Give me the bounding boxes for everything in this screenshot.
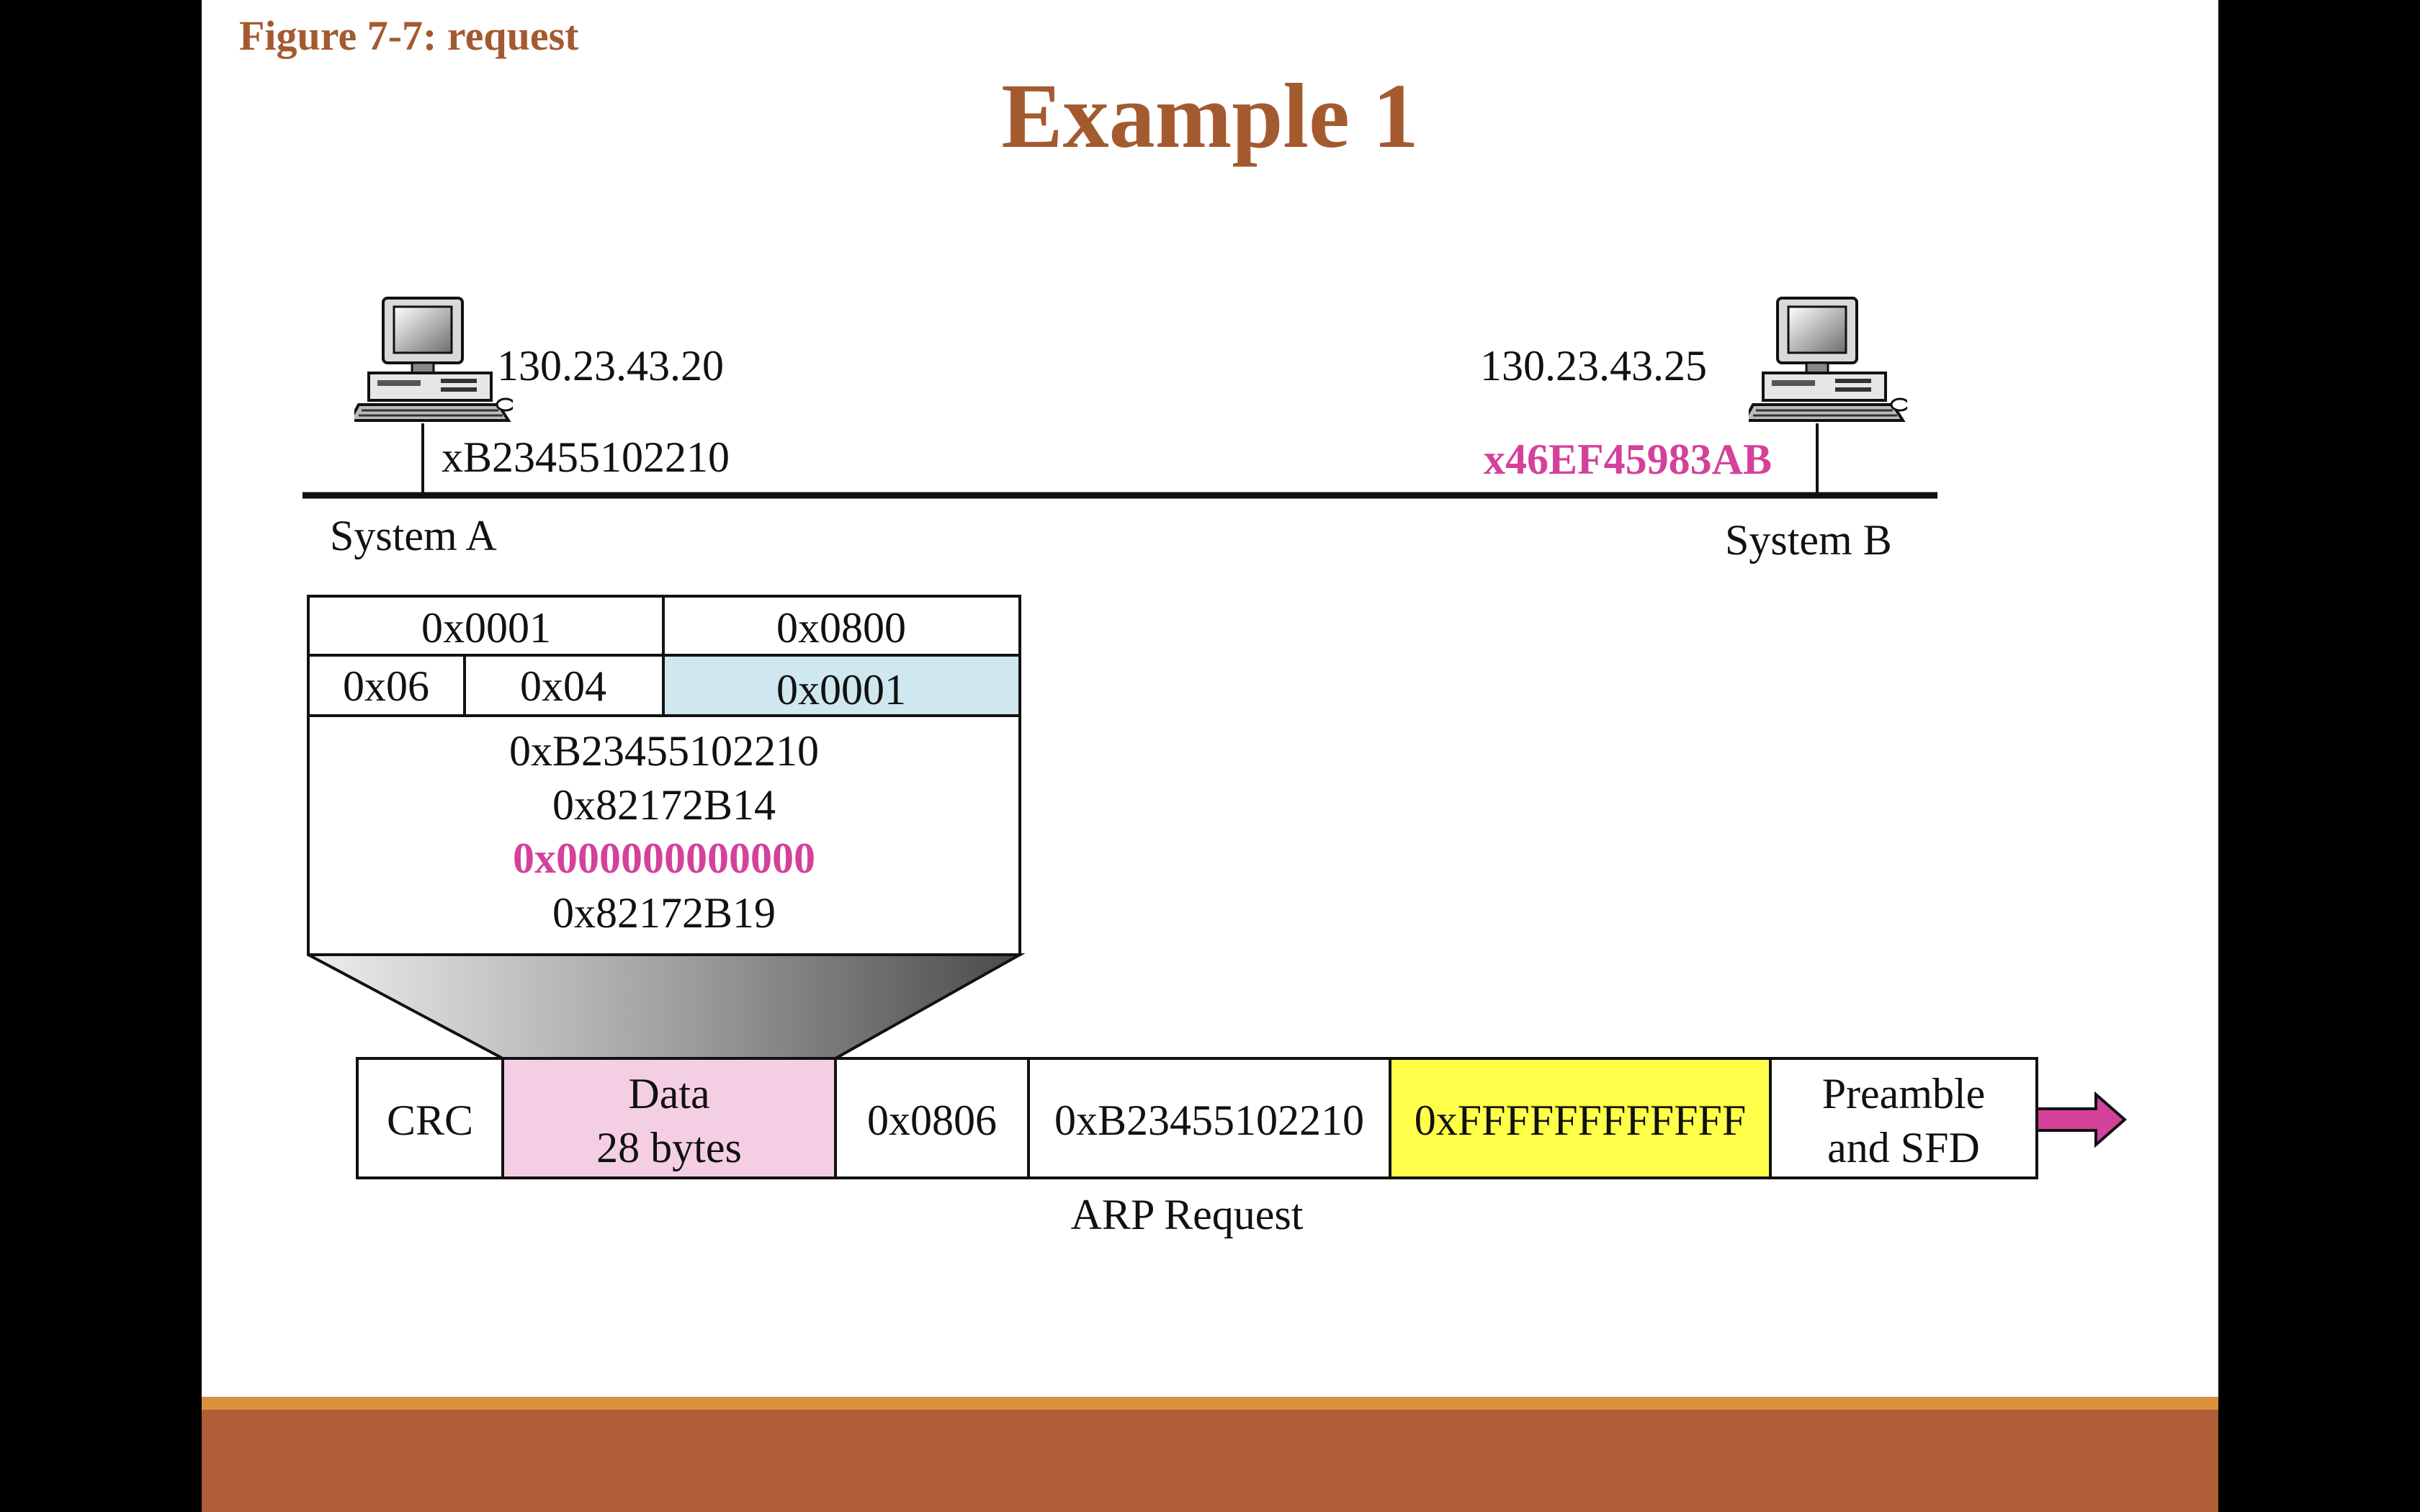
system-b: 130.23.43.25 x46EF45983AB System B	[1480, 297, 1907, 564]
system-b-mac: x46EF45983AB	[1484, 436, 1772, 483]
source-address-label: 0xB23455102210	[1054, 1097, 1364, 1144]
hardware-type: 0x0001	[421, 604, 551, 652]
system-b-label: System B	[1725, 516, 1892, 564]
arp-diagram: 130.23.43.20 xB23455102210 System A 130.…	[302, 297, 2128, 1238]
protocol-length: 0x04	[520, 662, 606, 710]
right-arrow-icon	[2035, 1091, 2128, 1148]
sfd-label: and SFD	[1827, 1124, 1980, 1171]
desktop-computer-icon	[354, 297, 513, 422]
slide: Figure 7-7: request Example 1	[202, 0, 2218, 1512]
slide-title: Example 1	[1001, 65, 1419, 167]
preamble-cell	[1769, 1057, 2038, 1179]
protocol-type: 0x0800	[776, 604, 906, 652]
footer-band	[202, 1410, 2218, 1512]
sender-protocol-address: 0x82172B14	[552, 781, 776, 829]
hardware-length: 0x06	[343, 662, 429, 710]
data-cell	[501, 1057, 837, 1179]
destination-address-label: 0xFFFFFFFFFFFF	[1415, 1097, 1746, 1144]
target-hardware-address: 0x000000000000	[513, 834, 815, 882]
target-protocol-address: 0x82172B19	[552, 889, 776, 937]
system-a: 130.23.43.20 xB23455102210 System A	[330, 297, 730, 559]
data-label: Data	[628, 1070, 709, 1117]
destination-address-cell	[1389, 1057, 1772, 1179]
crc-label: CRC	[387, 1097, 473, 1144]
system-a-ip: 130.23.43.20	[497, 342, 724, 390]
desktop-computer-icon	[1749, 297, 1907, 422]
arp-packet-fields: 0x0001 0x0800 0x06 0x04 0x0001 0xB234551…	[343, 604, 906, 937]
sender-hardware-address: 0xB23455102210	[509, 727, 819, 775]
preamble-label: Preamble	[1822, 1070, 1986, 1117]
source-address-cell	[1027, 1057, 1392, 1179]
system-a-mac: xB23455102210	[442, 433, 730, 481]
figure-label: Figure 7-7: request	[239, 12, 579, 59]
type-cell	[834, 1057, 1030, 1179]
encapsulation-funnel	[308, 953, 1026, 1060]
frame-caption: ARP Request	[1071, 1191, 1304, 1238]
ethernet-frame-labels: CRC Data 28 bytes 0x0806 0xB23455102210 …	[387, 1070, 1985, 1238]
arp-packet	[307, 595, 1021, 956]
data-size-label: 28 bytes	[596, 1124, 742, 1171]
ethernet-frame	[356, 1057, 2038, 1179]
type-label: 0x0806	[867, 1097, 997, 1144]
system-a-label: System A	[330, 512, 497, 559]
footer-accent-line	[202, 1397, 2218, 1410]
operation: 0x0001	[776, 666, 906, 714]
system-b-ip: 130.23.43.25	[1480, 342, 1707, 390]
